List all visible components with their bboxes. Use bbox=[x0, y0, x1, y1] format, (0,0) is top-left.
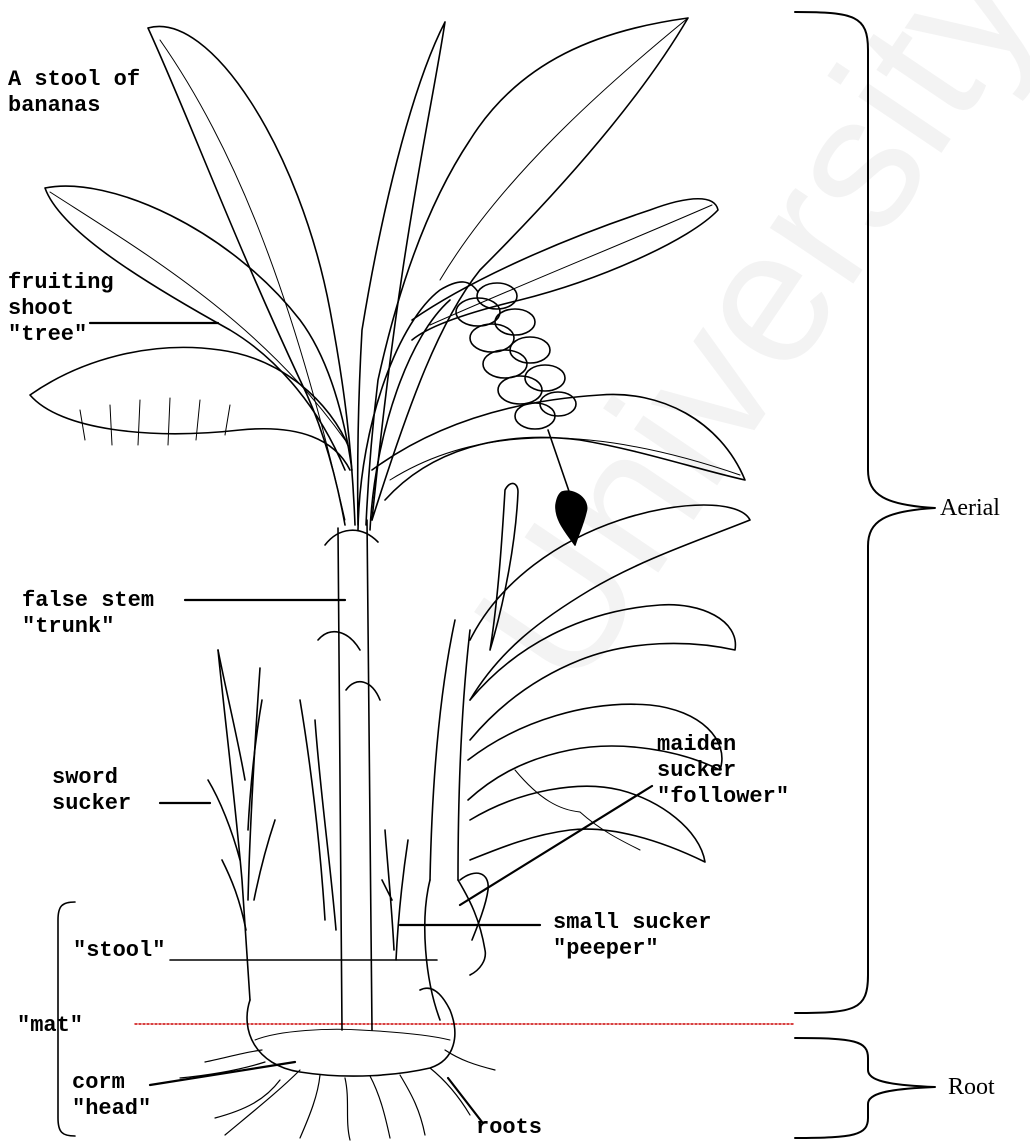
label-sword-sucker: sword sucker bbox=[52, 765, 131, 817]
root-brace bbox=[795, 1038, 935, 1138]
label-maiden-sucker-line-1: maiden bbox=[657, 732, 789, 758]
label-false-stem: false stem "trunk" bbox=[22, 588, 154, 640]
label-corm: corm "head" bbox=[72, 1070, 151, 1122]
title-line-2: bananas bbox=[8, 93, 140, 119]
label-maiden-sucker-line-3: "follower" bbox=[657, 784, 789, 810]
sword-sucker bbox=[208, 650, 275, 1000]
label-roots: roots bbox=[476, 1115, 542, 1141]
diagram-title: A stool of bananas bbox=[8, 67, 140, 119]
label-corm-line-2: "head" bbox=[72, 1096, 151, 1122]
maiden-sucker-stem bbox=[430, 620, 470, 880]
label-aerial: Aerial bbox=[940, 494, 1000, 522]
label-false-stem-line-1: false stem bbox=[22, 588, 154, 614]
roots bbox=[180, 1050, 495, 1140]
label-small-sucker: small sucker "peeper" bbox=[553, 910, 711, 962]
label-maiden-sucker: maiden sucker "follower" bbox=[657, 732, 789, 810]
label-fruiting-shoot: fruiting shoot "tree" bbox=[8, 270, 114, 348]
label-small-sucker-line-1: small sucker bbox=[553, 910, 711, 936]
small-sucker bbox=[382, 830, 408, 960]
label-fruiting-shoot-line-2: shoot bbox=[8, 296, 114, 322]
label-false-stem-line-2: "trunk" bbox=[22, 614, 154, 640]
label-small-sucker-line-2: "peeper" bbox=[553, 936, 711, 962]
label-fruiting-shoot-line-1: fruiting bbox=[8, 270, 114, 296]
title-line-1: A stool of bbox=[8, 67, 140, 93]
label-fruiting-shoot-line-3: "tree" bbox=[8, 322, 114, 348]
label-mat: "mat" bbox=[17, 1013, 83, 1039]
label-corm-line-1: corm bbox=[72, 1070, 151, 1096]
corm bbox=[247, 988, 455, 1076]
label-sword-sucker-line-1: sword bbox=[52, 765, 131, 791]
label-stool: "stool" bbox=[73, 938, 165, 964]
leaf-top-center bbox=[148, 26, 355, 525]
label-maiden-sucker-line-2: sucker bbox=[657, 758, 789, 784]
label-root: Root bbox=[948, 1073, 995, 1101]
false-stem bbox=[338, 520, 372, 1030]
leaf-left-lower bbox=[30, 347, 350, 470]
label-sword-sucker-line-2: sucker bbox=[52, 791, 131, 817]
leader-corm bbox=[150, 1062, 295, 1085]
